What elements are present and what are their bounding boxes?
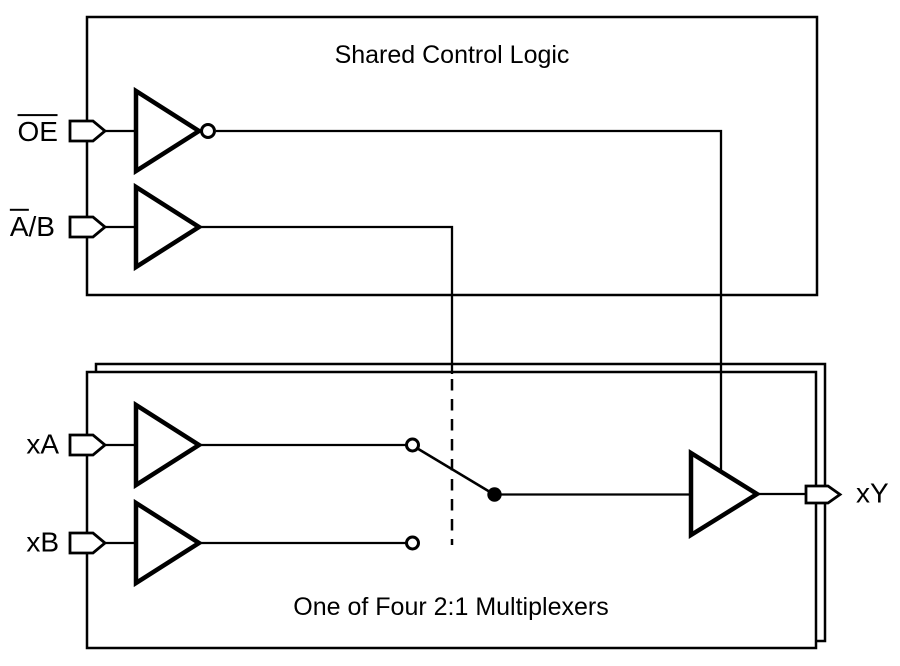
ab-overlined-a-text: A (9, 208, 29, 242)
xa-input-pin (68, 433, 108, 457)
oe-inverter-bubble-icon (200, 123, 216, 139)
ab-buffer-icon (133, 182, 204, 272)
ab-rest-text: /B (28, 210, 55, 242)
oe-inverter-icon (133, 86, 204, 176)
xa-pin-label: xA (26, 428, 59, 460)
oe-overline-text: OE (17, 114, 58, 148)
oe-pin-label: OE (17, 114, 58, 148)
xy-pin-label: xY (856, 477, 889, 509)
xb-buffer-icon (133, 498, 204, 588)
ab-pin-label: A/B (9, 208, 55, 242)
xb-pin-label: xB (26, 526, 59, 558)
xy-output-pin (804, 484, 843, 505)
oe-control-wire (216, 129, 723, 472)
shared-control-title: Shared Control Logic (334, 41, 570, 69)
switch-arm (416, 447, 491, 494)
xb-input-pin (68, 531, 108, 555)
mux-title: One of Four 2:1 Multiplexers (293, 593, 609, 621)
xb-switch-contact (405, 535, 420, 551)
xa-switch-contact (405, 437, 420, 453)
output-buffer-icon (688, 448, 762, 540)
ab-input-pin (68, 215, 108, 239)
ab-select-wire (199, 225, 454, 374)
xa-buffer-icon (133, 400, 204, 490)
oe-input-pin (68, 119, 108, 143)
